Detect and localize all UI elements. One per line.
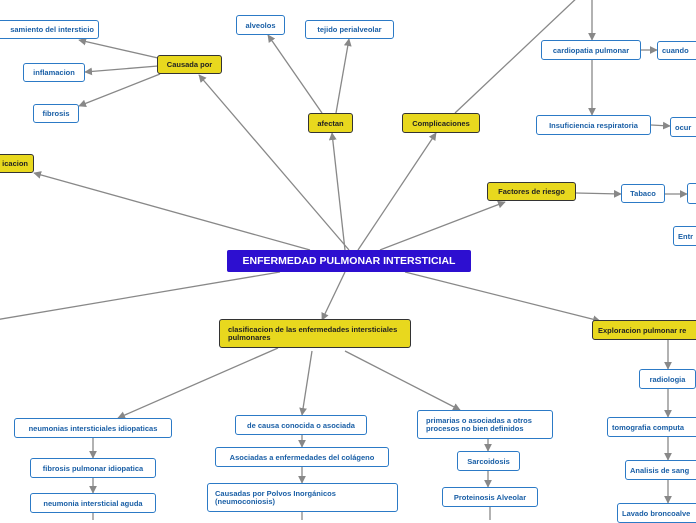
link-causada-engrosamiento <box>78 37 159 59</box>
link-afectan-tejido <box>335 38 352 114</box>
branch-complicaciones[interactable]: Complicaciones <box>402 113 480 133</box>
link-center-afectan <box>328 132 346 251</box>
leaf-causa-conocida[interactable]: de causa conocida o asociada <box>235 415 367 435</box>
link-center-causada <box>198 74 350 251</box>
leaf-tejido-perialveolar[interactable]: tejido perialveolar <box>305 20 394 39</box>
link-clasificacion-conocida <box>299 350 313 416</box>
branch-clasificacion-left[interactable]: icacion <box>0 154 34 173</box>
link-insuficiencia-ocurre <box>650 121 671 130</box>
link-afectan-alveolos <box>267 34 323 114</box>
leaf-sarcoidosis[interactable]: Sarcoidosis <box>457 451 520 471</box>
branch-causada-por[interactable]: Causada por <box>157 55 222 74</box>
link-complicaciones-up <box>454 0 576 114</box>
leaf-insuficiencia-respiratoria[interactable]: Insuficiencia respiratoria <box>536 115 651 135</box>
link-clasificacion-primarias <box>344 350 461 411</box>
link-causada-inflamacion <box>84 65 159 76</box>
link-center-factores <box>379 200 506 251</box>
leaf-entr[interactable]: Entr <box>673 226 696 246</box>
branch-factores-riesgo[interactable]: Factores de riesgo <box>487 182 576 201</box>
link-causada-fibrosis <box>78 73 161 108</box>
leaf-tabaco[interactable]: Tabaco <box>621 184 665 203</box>
leaf-neumonia-aguda[interactable]: neumonia intersticial aguda <box>30 493 156 513</box>
link-factores-tabaco <box>575 189 622 198</box>
leaf-fibrosis-idiopatica[interactable]: fibrosis pulmonar idiopatica <box>30 458 156 478</box>
link-center-complicaciones <box>357 132 437 251</box>
leaf-primarias[interactable]: primarias o asociadas a otros procesos n… <box>417 410 553 439</box>
branch-afectan[interactable]: afectan <box>308 113 353 133</box>
leaf-lavado[interactable]: Lavado broncoalve <box>617 503 696 523</box>
leaf-alveolos[interactable]: alveolos <box>236 15 285 35</box>
leaf-empty-right[interactable] <box>687 183 696 204</box>
leaf-fibrosis[interactable]: fibrosis <box>33 104 79 123</box>
link-center-offleft <box>0 271 281 320</box>
link-center-clasificacion-left <box>33 171 311 251</box>
link-clasificacion-neumonias <box>117 347 279 419</box>
leaf-cuando[interactable]: cuando <box>657 41 696 60</box>
link-center-exploracion <box>404 271 601 324</box>
leaf-ocurre[interactable]: ocur <box>670 117 696 137</box>
leaf-cardiopatia-pulmonar[interactable]: cardiopatia pulmonar <box>541 40 641 60</box>
leaf-analisis-sangre[interactable]: Analisis de sang <box>625 460 696 480</box>
leaf-inflamacion[interactable]: inflamacion <box>23 63 85 82</box>
leaf-colageno[interactable]: Asociadas a enfermedades del colágeno <box>215 447 389 467</box>
leaf-polvos-inorganicos[interactable]: Causadas por Polvos Inorgánicos (neumoco… <box>207 483 398 512</box>
leaf-tomografia[interactable]: tomografia computa <box>607 417 696 437</box>
branch-clasificacion[interactable]: clasificacion de las enfermedades inters… <box>219 319 411 348</box>
leaf-radiologia[interactable]: radiologia <box>639 369 696 389</box>
leaf-proteinosis-alveolar[interactable]: Proteinosis Alveolar <box>442 487 538 507</box>
link-center-clasificacion <box>321 271 346 321</box>
leaf-engrosamiento[interactable]: samiento del intersticio <box>0 20 99 39</box>
branch-exploracion[interactable]: Exploracion pulmonar re <box>592 320 696 340</box>
leaf-neumonias-idiopaticas[interactable]: neumonias intersticiales idiopaticas <box>14 418 172 438</box>
central-topic[interactable]: ENFERMEDAD PULMONAR INTERSTICIAL <box>227 250 471 272</box>
